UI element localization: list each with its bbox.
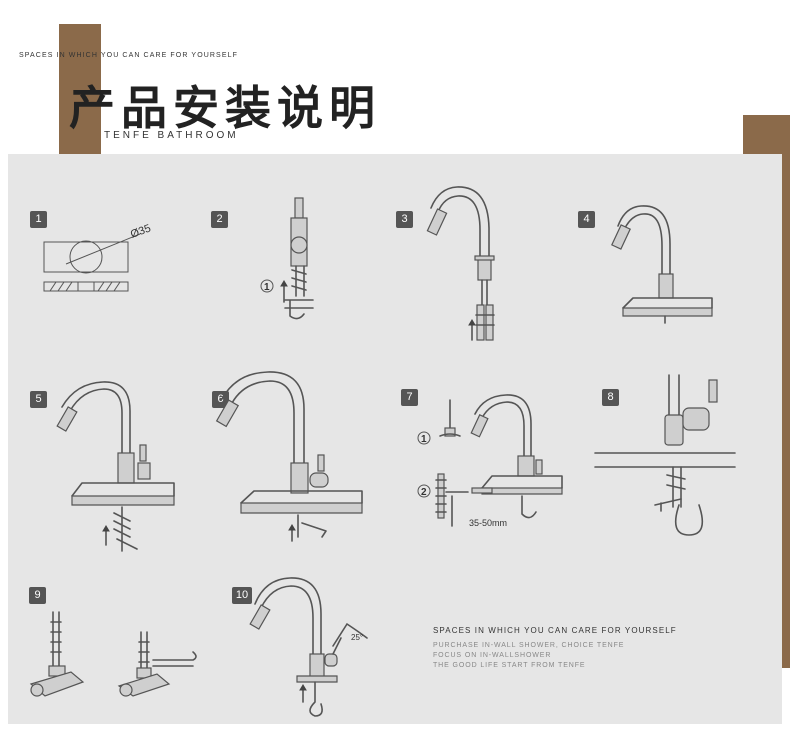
step-badge-8: 8: [602, 389, 619, 406]
illustration-step-5: [56, 381, 175, 552]
footer-line-3: THE GOOD LIFE START FROM TENFE: [433, 662, 586, 669]
illustration-step-9: [29, 611, 197, 697]
illustration-step-3: [426, 186, 495, 341]
illustration-step-10: 25°: [249, 577, 368, 717]
step-badge-5: 5: [30, 391, 47, 408]
illustration-step-1: Ø35: [43, 222, 153, 292]
step-badge-7: 7: [401, 389, 418, 406]
step-badge-3: 3: [396, 211, 413, 228]
step-badge-2: 2: [211, 211, 228, 228]
illustration-step-4: [611, 205, 713, 324]
step-badge-9: 9: [29, 587, 46, 604]
marker-1: 1: [264, 282, 270, 293]
brand-subtitle: TENFE BATHROOM: [104, 130, 239, 141]
illustration-step-7: 1 2 35-50mm: [417, 394, 563, 528]
accent-bar-left: [59, 24, 101, 154]
footer-line-1: PURCHASE IN-WALL SHOWER, CHOICE TENFE: [433, 642, 625, 649]
distance-label: 35-50mm: [469, 518, 507, 528]
step-badge-10: 10: [232, 587, 252, 604]
instruction-panel: [8, 154, 782, 724]
marker-2: 2: [421, 487, 427, 498]
illustration-step-6: [215, 371, 363, 542]
illustration-step-2: 1: [260, 197, 314, 320]
angle-label: 25°: [351, 633, 363, 642]
step-badge-4: 4: [578, 211, 595, 228]
footer-text-block: SPACES IN WHICH YOU CAN CARE FOR YOURSEL…: [433, 626, 677, 671]
footer-line-2: FOCUS ON IN-WALLSHOWER: [433, 652, 552, 659]
illustration-step-8: [594, 374, 736, 536]
header-tagline: SPACES IN WHICH YOU CAN CARE FOR YOURSEL…: [19, 52, 238, 59]
marker-1-step-7: 1: [421, 434, 427, 445]
step-badge-1: 1: [30, 211, 47, 228]
footer-heading: SPACES IN WHICH YOU CAN CARE FOR YOURSEL…: [433, 626, 677, 635]
page-title: 产品安装说明: [69, 81, 381, 135]
